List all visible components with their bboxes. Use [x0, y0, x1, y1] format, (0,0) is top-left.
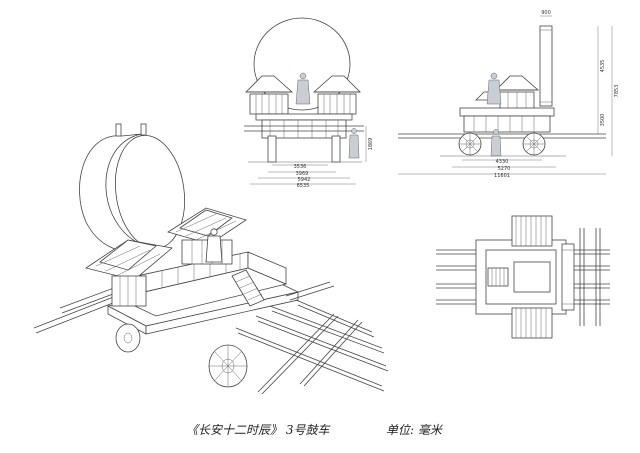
- side-dim-3: 11601: [494, 173, 510, 179]
- iso-wheel-front: [115, 323, 141, 353]
- iso-wheel-rear: [208, 344, 248, 388]
- side-pavilion: [475, 75, 540, 111]
- drawing-title: 《长安十二时辰》 3号鼓车: [186, 423, 331, 437]
- side-dim-right-1: 4535: [600, 60, 606, 73]
- plan-roof-left: [511, 215, 553, 247]
- front-drummer-figure: [295, 72, 311, 105]
- side-drummer-figure: [486, 72, 502, 105]
- front-dim-3: 5942: [298, 177, 311, 183]
- iso-drummer-figure: [205, 228, 223, 263]
- side-dim-2: 5270: [498, 166, 511, 172]
- front-left-pavilion: [245, 75, 294, 115]
- side-wheel-rear: [522, 132, 546, 156]
- front-dim-side: 1869: [368, 138, 374, 151]
- side-ground-figure: [490, 129, 502, 157]
- side-dim-right-3: 3500: [600, 114, 606, 127]
- side-dim-right-2: 7853: [614, 85, 620, 98]
- front-right-pavilion: [312, 75, 361, 115]
- plan-view: [436, 215, 610, 339]
- unit-label: 单位: 毫米: [386, 423, 444, 437]
- isometric-view: [33, 123, 389, 395]
- side-dim-1: 4330: [496, 159, 509, 165]
- iso-left-pavilion: [85, 239, 173, 307]
- front-dim-4: 6535: [297, 183, 310, 189]
- front-elevation: 3536 3969 5942 6535 1869: [244, 17, 374, 189]
- front-dimensions: 3536 3969 5942 6535 1869: [250, 126, 374, 189]
- side-elevation: 900 4535 7853 3500 4330 5270 11601: [398, 10, 620, 179]
- plan-drum: [561, 243, 575, 311]
- front-dim-1: 3536: [294, 164, 307, 170]
- side-wheel-front: [458, 132, 482, 156]
- front-dim-2: 3969: [296, 171, 309, 177]
- front-ground-figure: [348, 128, 360, 159]
- side-drum: [539, 25, 553, 107]
- side-dimensions: 900 4535 7853 3500 4330 5270 11601: [398, 10, 620, 179]
- side-dim-top: 900: [541, 10, 551, 16]
- iso-stair: [231, 269, 265, 307]
- plan-roof-right: [511, 307, 553, 339]
